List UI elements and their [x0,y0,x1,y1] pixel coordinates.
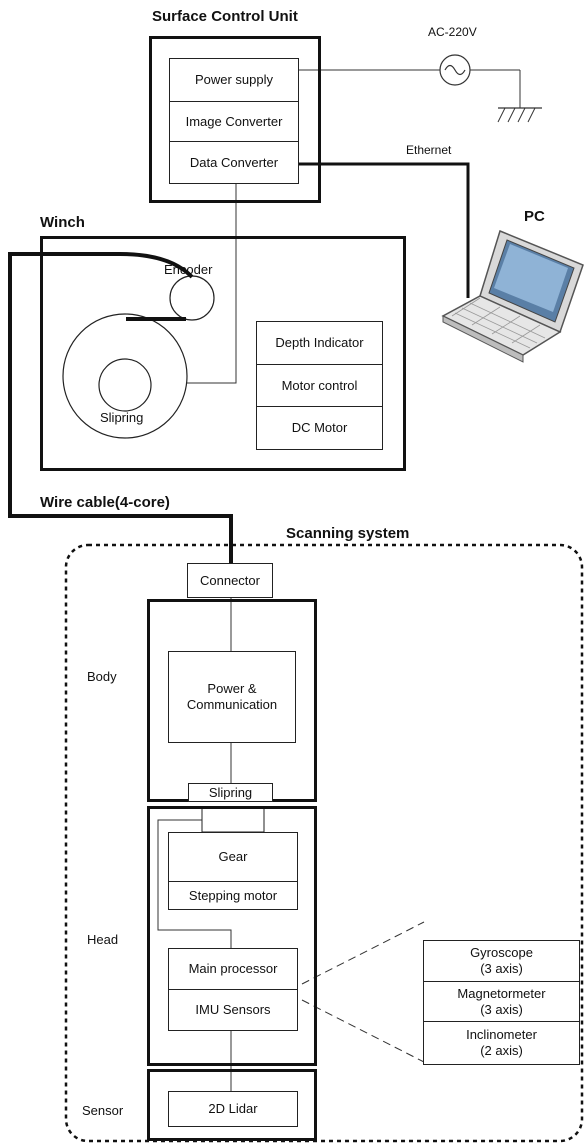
gyroscope-axis: (3 axis) [480,961,523,976]
head-frame [147,806,317,1066]
imu-sensors-box: IMU Sensors [168,989,298,1031]
encoder-label: Encoder [164,262,213,277]
pc-heading: PC [524,208,545,225]
main-processor-box: Main processor [168,948,298,990]
stepping-motor-box: Stepping motor [168,881,298,910]
surface-control-unit-heading: Surface Control Unit [152,8,298,25]
power-communication-line1: Power & [207,681,257,696]
gyroscope-label: Gyroscope [470,945,533,960]
inclinometer-axis: (2 axis) [480,1043,523,1058]
ground-icon [497,107,542,123]
gear-box: Gear [168,832,298,882]
dc-motor-box: DC Motor [256,406,383,450]
winch-frame [40,236,406,471]
surface-control-unit-frame [149,36,321,203]
power-communication-box: Power & Communication [168,651,296,743]
sensor-frame [147,1069,317,1141]
slipring-winch-circle [98,358,152,412]
power-communication-line2: Communication [186,697,278,712]
wire-cable-heading: Wire cable(4-core) [40,494,170,511]
ethernet-label: Ethernet [406,143,452,157]
depth-indicator-box: Depth Indicator [256,321,383,365]
connector-box: Connector [187,563,273,598]
inclinometer-label: Inclinometer [466,1027,537,1042]
power-supply-box: Power supply [169,58,299,102]
image-converter-box: Image Converter [169,101,299,142]
data-converter-box: Data Converter [169,141,299,184]
winch-heading: Winch [40,214,85,231]
ac-220v-label: AC-220V [428,25,477,39]
slipring-box: Slipring [188,783,273,802]
magnetometer-box: Magnetormeter (3 axis) [423,981,580,1022]
motor-control-box: Motor control [256,364,383,407]
magnetometer-axis: (3 axis) [480,1001,523,1017]
scanning-system-heading: Scanning system [286,525,410,542]
slipring-winch-label: Slipring [100,410,144,425]
sensor-label: Sensor [82,1103,124,1118]
magnetometer-label: Magnetormeter [457,985,546,1001]
head-label: Head [87,932,119,947]
laptop-icon [441,229,584,363]
lidar-box: 2D Lidar [168,1091,298,1127]
gyroscope-box: Gyroscope (3 axis) [423,940,580,982]
body-label: Body [87,669,117,684]
inclinometer-box: Inclinometer (2 axis) [423,1021,580,1065]
